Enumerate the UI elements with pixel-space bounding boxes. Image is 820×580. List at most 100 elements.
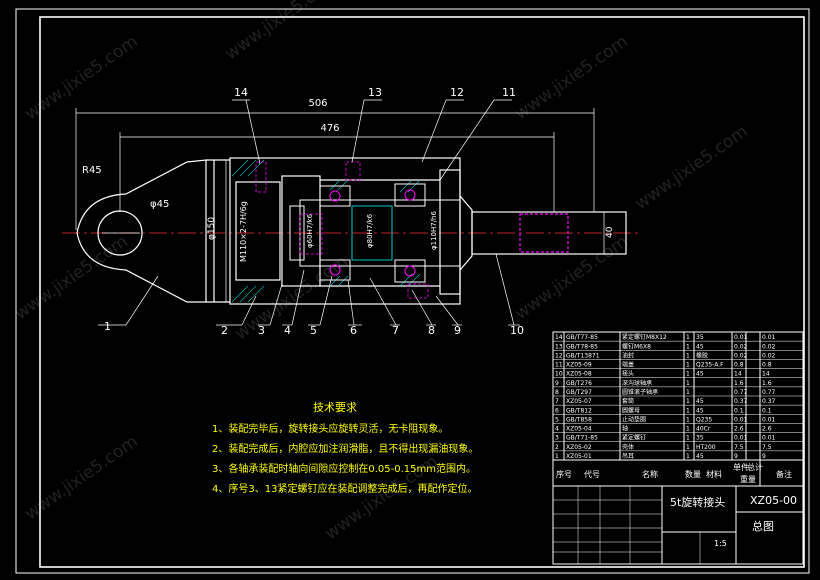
part-label-5: 5 xyxy=(310,324,317,337)
bom-cell-code: GB/T858 xyxy=(566,416,592,423)
bom-cell-code: XZ05-02 xyxy=(566,444,592,451)
bom-cell-name: 吊耳 xyxy=(622,453,634,460)
dim-476: 476 xyxy=(320,123,339,134)
bom-cell-name: 轴 xyxy=(622,425,628,433)
bom-cell-name: 圆螺母 xyxy=(622,406,640,414)
watermark: www.jixie5.com xyxy=(631,122,751,215)
bom-cell-name: 油封 xyxy=(622,351,634,359)
bom-cell-note: 0.1 xyxy=(762,407,772,414)
part-label-11: 11 xyxy=(502,86,516,99)
technical-requirements: 技术要求 xyxy=(293,398,563,420)
drawing-number: XZ05-00 xyxy=(750,494,797,507)
bom-cell-code: XZ05-01 xyxy=(566,453,592,460)
bom-cell-wt: 0.37 xyxy=(734,398,748,405)
part-label-9: 9 xyxy=(454,324,461,337)
bom-cell-name: 深沟球轴承 xyxy=(622,379,652,387)
bom-cell-note: 9 xyxy=(762,453,766,460)
watermark: www.jixie5.com xyxy=(511,232,631,325)
bom-cell-qty: 1 xyxy=(686,416,690,423)
bom-cell-note: 0.01 xyxy=(762,435,776,442)
bom-cell-mat: 40Cr xyxy=(696,426,711,433)
watermark: www.jixie5.com xyxy=(221,0,341,64)
notes-title: 技术要求 xyxy=(313,401,357,414)
bom-cell-qty: 1 xyxy=(686,380,690,387)
note-line-3: 3、各轴承装配时轴向间隙应控制在0.05-0.15mm范围内。 xyxy=(212,464,476,475)
dimensions xyxy=(75,108,605,302)
bom-cell-no: 5 xyxy=(555,416,559,423)
housing xyxy=(229,157,461,305)
dim-fit3: φ110H7/h6 xyxy=(430,211,438,250)
bom-cell-no: 11 xyxy=(555,362,563,369)
bom-cell-qty: 1 xyxy=(686,444,690,451)
outer-frame xyxy=(15,8,810,574)
bom-cell-name: 圆锥滚子轴承 xyxy=(622,388,658,396)
part-numbers: 1 2 3 4 5 6 7 8 9 10 11 12 13 14 xyxy=(104,86,524,337)
watermark: www.jixie5.com xyxy=(511,32,631,125)
bom-cell-mat: Q235 xyxy=(696,416,712,423)
bom-cell-wt: 0.02 xyxy=(734,343,748,350)
dim-506: 506 xyxy=(308,98,327,109)
bom-cell-qty: 1 xyxy=(686,407,690,414)
bom-cell-wt: 14 xyxy=(734,371,742,378)
bom-cell-code: GB/T78-85 xyxy=(566,343,598,350)
bom-header-qty: 数量 xyxy=(685,469,701,479)
bom-cell-name: 紧定螺钉M8X12 xyxy=(622,333,667,341)
bom-cell-mat: 45 xyxy=(696,371,704,378)
bom-cell-mat: 45 xyxy=(696,343,704,350)
bom-cell-qty: 1 xyxy=(686,435,690,442)
dim-fit1: φ60H7/k6 xyxy=(306,213,314,248)
bom-cell-wt: 2.6 xyxy=(734,426,744,433)
bom-cell-qty: 1 xyxy=(686,389,690,396)
bom-cell-name: 套筒 xyxy=(622,397,634,405)
bom-cell-mat: 45 xyxy=(696,398,704,405)
bom-cell-code: XZ05-09 xyxy=(566,362,592,369)
bom-cell-no: 9 xyxy=(555,380,559,387)
watermark: www.jixie5.com xyxy=(11,232,131,325)
dim-fit2: φ80H7/k6 xyxy=(366,213,374,248)
bom-cell-wt: 9 xyxy=(734,453,738,460)
bom-cell-note: 0.77 xyxy=(762,389,776,396)
bearings xyxy=(319,183,426,283)
bom-cell-note: 0.8 xyxy=(762,362,772,369)
note-line-4: 4、序号3、13紧定螺钉应在装配调整完成后，再配作定位。 xyxy=(212,484,478,495)
bom-cell-note: 0.02 xyxy=(762,352,776,359)
bom-cell-code: XZ05-08 xyxy=(566,371,592,378)
part-label-2: 2 xyxy=(221,324,228,337)
note-line-1: 1、装配完毕后，旋转接头应旋转灵活，无卡阻现象。 xyxy=(212,424,449,435)
bom-cell-no: 1 xyxy=(555,453,559,460)
bom-cell-note: 14 xyxy=(762,371,770,378)
bom-cell-code: GB/T71-85 xyxy=(566,435,598,442)
bom-header-total: 总计 xyxy=(747,462,763,472)
bom-cell-note: 0.01 xyxy=(762,334,776,341)
bom-cell-no: 14 xyxy=(555,334,563,341)
part-label-7: 7 xyxy=(392,324,399,337)
bom-cell-wt: 0.77 xyxy=(734,389,748,396)
bom-header-no: 序号 xyxy=(556,469,572,479)
bom-cell-name: 止动垫圈 xyxy=(622,415,646,423)
dim-thread: M110×2-7H/6g xyxy=(239,201,248,262)
part-label-12: 12 xyxy=(450,86,464,99)
bom-header-wt: 单件 xyxy=(733,462,749,472)
dim-40: 40 xyxy=(605,226,615,238)
scale-value: 1:5 xyxy=(714,539,727,548)
part-label-1: 1 xyxy=(104,320,111,333)
product-name: 5t旋转接头 xyxy=(670,495,725,509)
bom-cell-mat: HT200 xyxy=(696,444,716,451)
bom-cell-mat: 45 xyxy=(696,407,704,414)
inner-frame xyxy=(39,16,805,568)
bom-cell-name: 壳体 xyxy=(622,443,634,451)
bom-cell-wt: 1.6 xyxy=(734,380,744,387)
bom-header-weight: 重量 xyxy=(740,474,756,484)
bom-cell-note: 7.5 xyxy=(762,444,772,451)
bom-cell-no: 8 xyxy=(555,389,559,396)
bom-cell-wt: 7.5 xyxy=(734,444,744,451)
sheet-name: 总图 xyxy=(752,519,774,533)
part-label-4: 4 xyxy=(284,324,291,337)
bom-cell-no: 2 xyxy=(555,444,559,451)
bom-cell-name: 紧定螺钉 xyxy=(622,434,646,442)
bom-cell-note: 0.37 xyxy=(762,398,776,405)
part-label-10: 10 xyxy=(510,324,524,337)
notes-list: 1、装配完毕后，旋转接头应旋转灵活，无卡阻现象。 2、装配完成后，内腔应加注润滑… xyxy=(212,420,482,500)
bom-header-name: 名称 xyxy=(642,469,658,479)
